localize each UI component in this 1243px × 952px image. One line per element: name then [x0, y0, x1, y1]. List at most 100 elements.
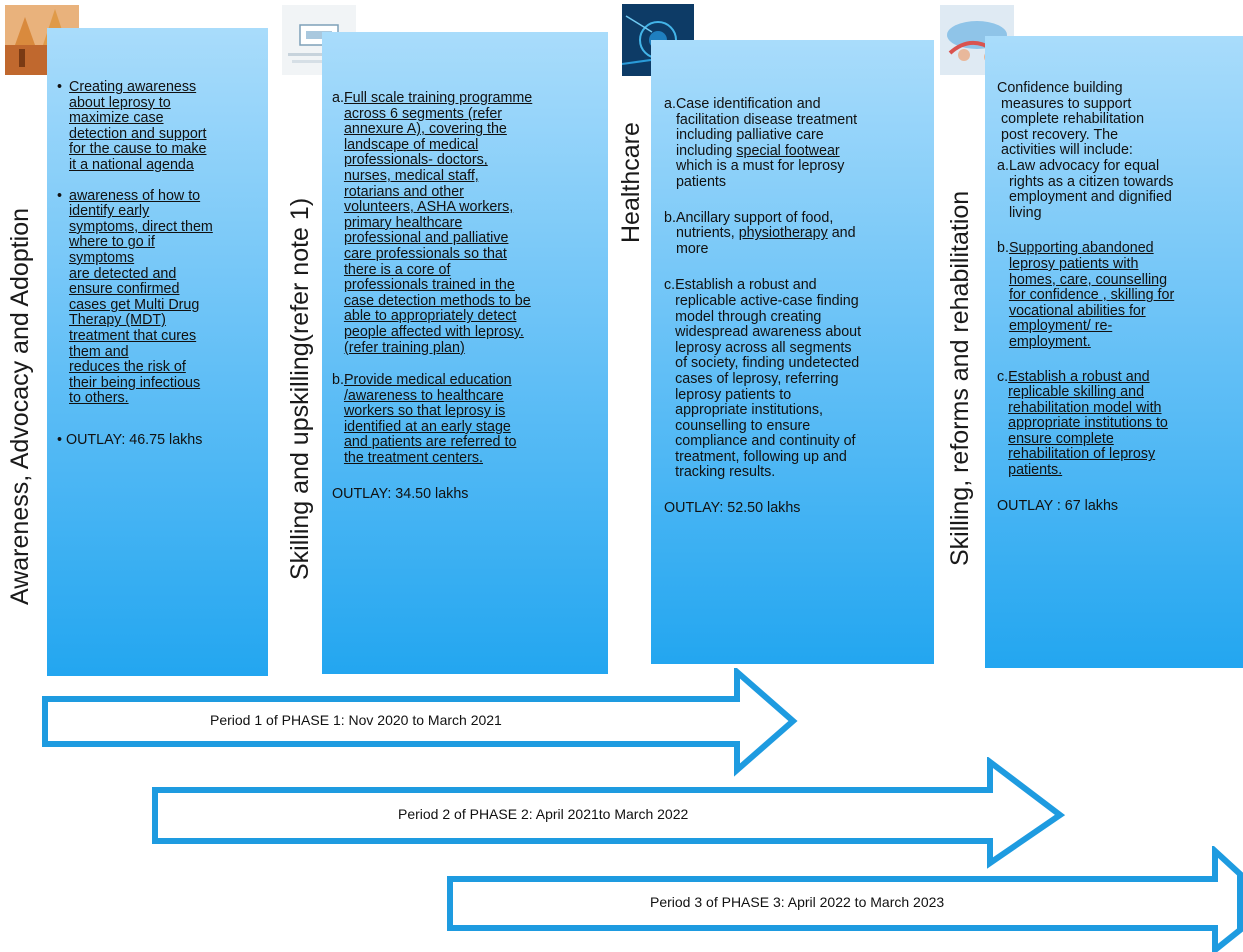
phase-1-arrow: [42, 668, 798, 777]
text-line: homes, care, counselling: [1008, 271, 1168, 288]
text-line: cases get Multi Drug: [69, 296, 200, 313]
text-line: of society, finding undetected: [675, 355, 860, 372]
phase-2-label: Period 2 of PHASE 2: April 2021to March …: [398, 806, 689, 822]
text-line: symptoms: [69, 249, 135, 266]
text-line: symptoms, direct them: [69, 218, 213, 235]
text-line: ensure confirmed: [69, 281, 180, 298]
text-line: detection and support: [69, 125, 207, 142]
text-line: annexure A), covering the: [343, 121, 507, 138]
text-line: for confidence , skilling for: [1008, 287, 1175, 304]
text-line: are detected and: [69, 265, 177, 282]
rehabilitation-panel: Confidence building measures to support …: [985, 36, 1243, 668]
rehabilitation-outlay: OUTLAY : 67 lakhs: [997, 497, 1119, 514]
rehabilitation-intro-line: measures to support: [1001, 95, 1132, 112]
text-line: the treatment centers.: [343, 450, 484, 467]
text-line: appropriate institutions,: [675, 402, 823, 419]
underlined-term: special footwear: [736, 142, 840, 159]
text-line: reduces the risk of: [69, 359, 186, 376]
text-line: nurses, medical staff,: [343, 167, 479, 184]
text-line: identify early: [69, 203, 150, 220]
healthcare-item-b-line-physio: nutrients, physiotherapy and: [675, 225, 856, 242]
text-line: rotarians and other: [343, 183, 464, 200]
text-line: model through creating: [675, 308, 822, 325]
text-line: volunteers, ASHA workers,: [343, 199, 514, 216]
text-line: Establish a robust and: [675, 277, 817, 294]
text-line: leprosy across all segments: [675, 339, 852, 356]
text-line: and patients are referred to: [343, 434, 517, 451]
text-line: professionals trained in the: [343, 277, 515, 294]
text-line: Supporting abandoned: [1008, 240, 1154, 257]
label-awareness-advocacy-adoption: Awareness, Advocacy and Adoption: [6, 207, 34, 605]
skilling-outlay: OUTLAY: 34.50 lakhs: [332, 485, 469, 502]
text-line: employment.: [1008, 333, 1091, 350]
text-line: ensure complete: [1008, 430, 1114, 447]
text-line: to others.: [69, 390, 129, 407]
text-line: where to go if: [69, 234, 155, 251]
text-line: (refer training plan): [343, 339, 465, 356]
label-healthcare: Healthcare: [617, 122, 645, 243]
text-line: Creating awareness: [69, 79, 197, 95]
text-line: employment and dignified: [1008, 189, 1172, 206]
phase-2-arrow: [152, 757, 1066, 869]
healthcare-item-b-line: more: [675, 240, 709, 257]
text-line: Full scale training programme: [343, 90, 533, 106]
text-line: landscape of medical: [343, 136, 479, 153]
text-line: professional and palliative: [343, 230, 509, 247]
healthcare-item-a-line-footwear: including special footwear: [675, 142, 840, 159]
rehabilitation-intro: Confidence building measures to support …: [997, 80, 1237, 159]
text-line: rehabilitation model with: [1008, 399, 1162, 416]
text-line: rehabilitation of leprosy: [1008, 446, 1156, 463]
text-line: their being infectious: [69, 374, 201, 391]
text-line: people affected with leprosy.: [343, 323, 524, 340]
healthcare-item-a-line: which is a must for leprosy: [675, 158, 845, 175]
text-line: cases of leprosy, referring: [675, 370, 839, 387]
text-line: across 6 segments (refer: [343, 105, 503, 122]
healthcare-item-b: b. Ancillary support of food, nutrients,…: [664, 209, 926, 258]
healthcare-item-a-line: patients: [675, 173, 727, 190]
phase-3-arrow: [447, 846, 1243, 952]
phase-1-label: Period 1 of PHASE 1: Nov 2020 to March 2…: [210, 712, 502, 728]
text-line: identified at an early stage: [343, 418, 511, 435]
phase-3-label: Period 3 of PHASE 3: April 2022 to March…: [650, 894, 945, 910]
awareness-outlay: • OUTLAY: 46.75 lakhs: [57, 431, 203, 448]
text-line: awareness of how to: [69, 187, 201, 204]
text-line: replicable skilling and: [1008, 384, 1145, 401]
healthcare-item-a-line: Case identification and: [675, 96, 821, 112]
text-line: about leprosy to: [69, 94, 171, 111]
healthcare-item-b-line: Ancillary support of food,: [675, 209, 834, 226]
text-line: vocational abilities for: [1008, 302, 1146, 319]
healthcare-outlay: OUTLAY: 52.50 lakhs: [664, 500, 801, 517]
text-line: rights as a citizen towards: [1008, 173, 1174, 190]
text-line: leprosy patients to: [675, 386, 792, 403]
text-line: primary healthcare: [343, 214, 463, 231]
text-line: employment/ re-: [1008, 318, 1113, 335]
text-line: Establish a robust and: [1008, 368, 1150, 385]
rehabilitation-intro-line: post recovery. The: [1001, 126, 1119, 143]
text-line: workers so that leprosy is: [343, 403, 506, 420]
text-line: able to appropriately detect: [343, 308, 517, 325]
text-line: living: [1008, 204, 1042, 221]
underlined-term: physiotherapy: [738, 225, 828, 242]
healthcare-panel: a. Case identification and facilitation …: [651, 40, 934, 664]
text-line: care professionals so that: [343, 245, 507, 262]
text-line: appropriate institutions to: [1008, 415, 1168, 432]
label-skilling-reforms-rehabilitation: Skilling, reforms and rehabilitation: [946, 190, 974, 566]
text-line: Law advocacy for equal: [1008, 157, 1160, 174]
text-line: there is a core of: [343, 261, 451, 278]
text-line: treatment, following up and: [675, 448, 847, 465]
text-line: them and: [69, 343, 129, 360]
healthcare-item-a-line: facilitation disease treatment: [675, 111, 858, 128]
rehabilitation-intro-line: activities will include:: [1001, 142, 1133, 159]
text-line: leprosy patients with: [1008, 255, 1139, 272]
text-line: professionals- doctors,: [343, 152, 488, 169]
text-line: compliance and continuity of: [675, 433, 856, 450]
rehabilitation-intro-line: Confidence building: [997, 80, 1123, 96]
text-line: Provide medical education: [343, 372, 512, 389]
label-skilling-upskilling: Skilling and upskilling(refer note 1): [286, 197, 314, 580]
